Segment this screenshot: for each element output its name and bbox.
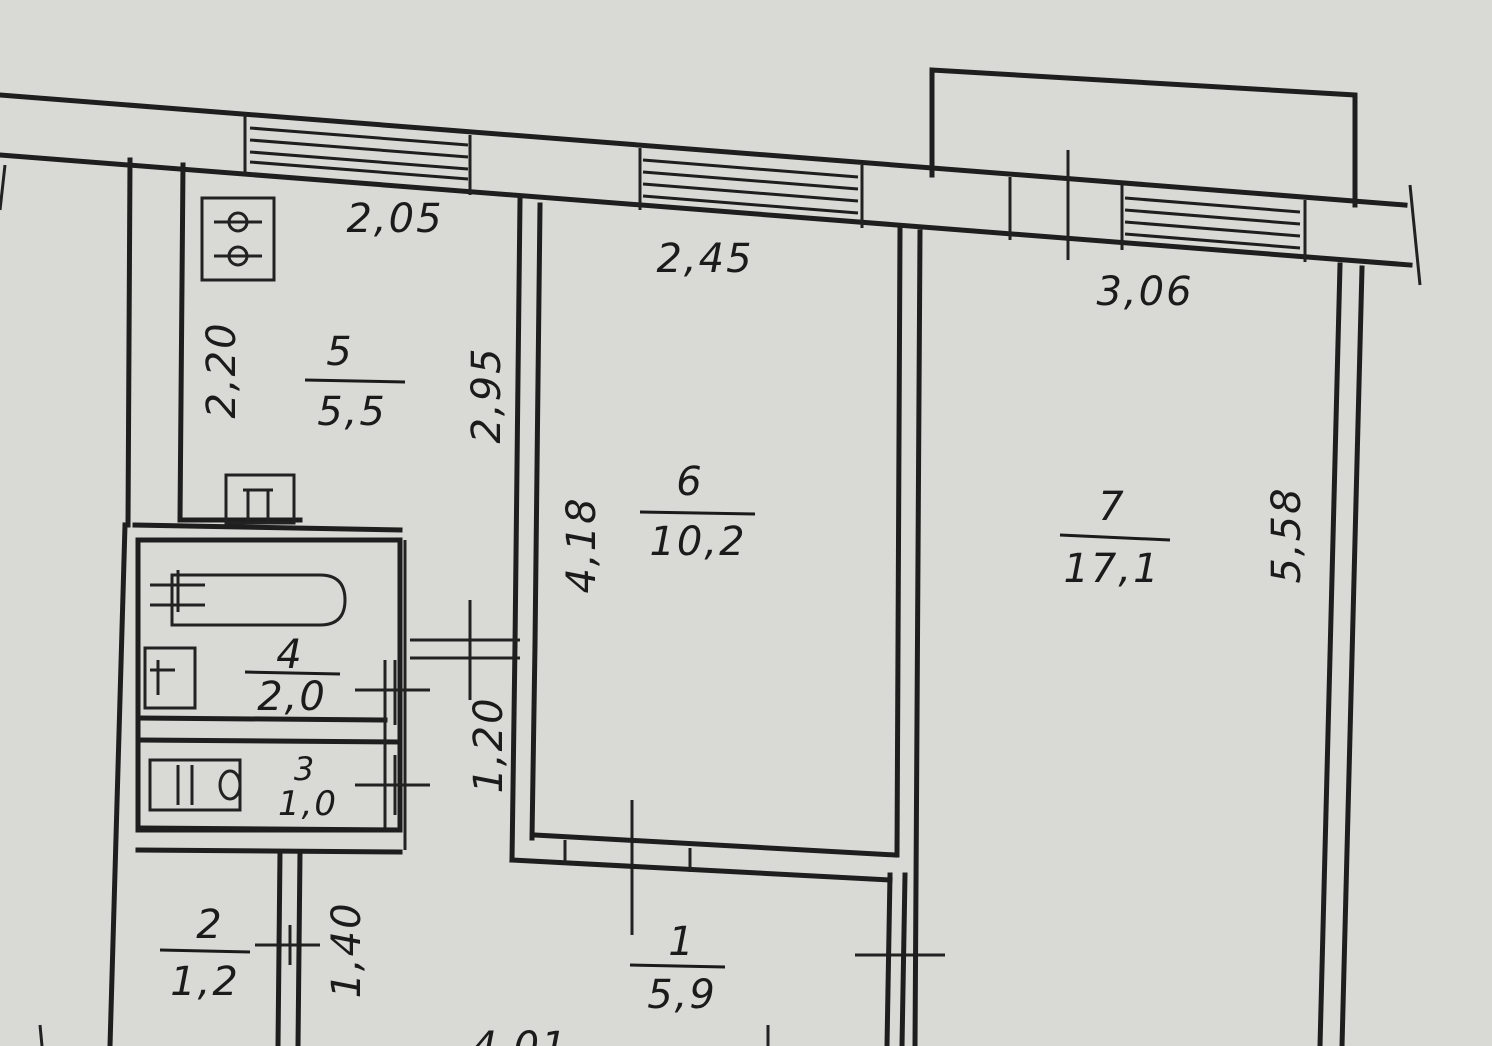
toilet-room-walls xyxy=(137,825,403,833)
exterior-wall-top xyxy=(0,92,1422,286)
toilet-icon xyxy=(148,758,242,812)
room-label-2: 2 1,2 xyxy=(159,902,251,1005)
room-area: 10,2 xyxy=(649,519,746,565)
dimension-bottom-partial: 4,01 xyxy=(471,1024,568,1046)
room-label-3: 3 1,0 xyxy=(278,750,338,824)
bottom-marks xyxy=(38,1024,770,1046)
dimension-room6-width: 2,45 xyxy=(656,236,753,282)
room-number: 4 xyxy=(276,632,303,678)
hall-walls xyxy=(135,847,908,1046)
dimension-room5-side: 2,95 xyxy=(464,346,510,443)
room7-walls xyxy=(1317,262,1365,1046)
dimension-room5-width: 2,05 xyxy=(346,196,443,242)
dimension-room6-height: 4,18 xyxy=(559,496,605,593)
room-number: 3 xyxy=(294,750,316,788)
room-number: 1 xyxy=(668,919,695,965)
room-area: 2,0 xyxy=(257,674,327,720)
door-markers xyxy=(255,600,945,965)
dimension-room7-width: 3,06 xyxy=(1096,269,1193,315)
room-label-7: 7 17,1 xyxy=(1059,484,1171,592)
window-room7 xyxy=(1124,196,1301,250)
dimension-room5-height: 2,20 xyxy=(199,321,245,418)
room-number: 7 xyxy=(1098,484,1125,530)
room-number: 6 xyxy=(676,459,703,505)
window-room6 xyxy=(642,158,859,215)
room-label-4: 4 2,0 xyxy=(244,632,341,720)
window-room5 xyxy=(249,126,469,181)
room-label-5: 5 5,5 xyxy=(304,329,406,435)
room-area: 17,1 xyxy=(1063,546,1160,592)
stove-icon xyxy=(200,196,276,282)
balcony xyxy=(929,67,1358,208)
bathtub-icon xyxy=(150,570,347,627)
room-label-6: 6 10,2 xyxy=(639,459,756,565)
room-label-1: 1 5,9 xyxy=(629,919,726,1018)
room-area: 1,0 xyxy=(278,784,338,824)
dimension-room7-height: 5,58 xyxy=(1264,486,1310,583)
dimension-door-gap: 1,20 xyxy=(466,696,512,793)
left-corridor-walls xyxy=(0,157,186,1046)
room-area: 5,5 xyxy=(317,389,387,435)
room-number: 2 xyxy=(196,902,223,948)
dimension-room2-side: 1,40 xyxy=(324,901,370,998)
room-area: 5,9 xyxy=(647,972,717,1018)
room5-walls xyxy=(132,197,543,648)
washbasin-icon xyxy=(143,646,197,710)
room6-walls xyxy=(509,227,923,1046)
room-area: 1,2 xyxy=(170,959,240,1005)
sink-icon xyxy=(224,473,296,525)
room-number: 5 xyxy=(326,329,353,375)
